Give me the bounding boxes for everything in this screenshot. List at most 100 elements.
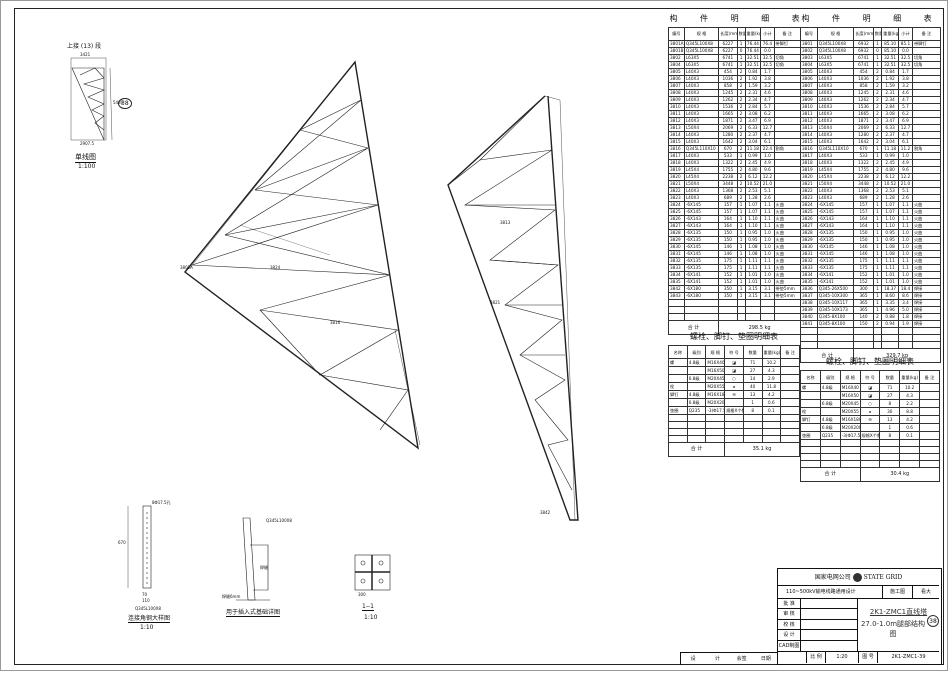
empty-cell [897, 327, 913, 335]
table-cell: 1.92 [881, 75, 899, 83]
table-cell: 1.08 [744, 243, 762, 251]
table-cell: L40X3 [683, 96, 720, 104]
table-cell: 1.7 [760, 68, 775, 76]
table-cell: 3.04 [881, 138, 899, 146]
table-cell: 4.3 [761, 366, 782, 375]
table-cell: 焊接 [911, 299, 942, 307]
table-cell: 3801B [668, 47, 685, 55]
table-cell: 1 [736, 278, 746, 286]
table-cell: 3820 [668, 173, 685, 181]
table-cell [780, 406, 800, 415]
empty-cell [668, 299, 685, 307]
table-cell: 164 [718, 222, 738, 230]
empty-row [800, 341, 942, 349]
empty-cell [800, 327, 818, 335]
title-block: 国家电网公司 STATE GRID 110~500kV输电线路通用设计 施工图 … [777, 568, 942, 665]
total-value: 35.1 kg [724, 442, 800, 457]
table-cell: 3836 [800, 285, 818, 293]
table-cell: 3819 [800, 166, 818, 174]
empty-cell [686, 414, 707, 422]
table-cell: 14 [742, 374, 763, 383]
table-cell: 火曲 [911, 201, 942, 209]
empty-cell [744, 313, 762, 321]
table-cell: 1 [872, 250, 883, 258]
table-cell: 2 [736, 117, 746, 125]
empty-cell [742, 421, 763, 429]
table-cell: 3831 [800, 250, 818, 258]
table-cell [780, 398, 800, 407]
table-cell [919, 415, 940, 424]
table-cell: 11.2 [897, 145, 913, 153]
table-cell: 4.7 [760, 131, 775, 139]
table-cell: 3.1 [760, 285, 775, 293]
table-cell: -6X145 [816, 243, 855, 251]
empty-cell [911, 334, 942, 342]
table-cell: 27 [742, 366, 763, 375]
table-cell [800, 391, 821, 400]
table-cell: 火曲 [773, 229, 801, 237]
table-cell: 1.08 [881, 250, 899, 258]
empty-cell [899, 453, 921, 461]
table-cell: 3814 [668, 131, 685, 139]
empty-cell [919, 453, 940, 461]
table-cell: -6X145 [683, 201, 720, 209]
table-cell [773, 159, 801, 167]
table-cell: L40X3 [683, 68, 720, 76]
column-header: 小计 [760, 27, 775, 41]
table-cell: 1 [872, 229, 883, 237]
table-cell: 3824 [800, 201, 818, 209]
table-cell: 1 [872, 145, 883, 153]
table-cell: 1.07 [744, 208, 762, 216]
table-cell: 1.28 [744, 194, 762, 202]
table-cell: 6.8级 [686, 398, 707, 407]
role-label: 批 准 [778, 599, 801, 610]
table-cell: 1.7 [897, 68, 913, 76]
table-cell: 533 [718, 152, 738, 160]
table-cell: L63X5 [816, 54, 855, 62]
table-cell: 3830 [668, 243, 685, 251]
table-cell: L40X3 [816, 103, 855, 111]
table-cell: L40X3 [683, 75, 720, 83]
detail2-note: 焊缝 [260, 565, 268, 570]
empty-cell [668, 421, 688, 429]
table-cell: 5.1 [897, 187, 913, 195]
table-cell [919, 399, 940, 408]
empty-cell [773, 299, 801, 307]
table-cell: 1 [736, 243, 746, 251]
table-cell [919, 423, 940, 432]
empty-cell [668, 313, 685, 321]
table-cell: 6741 [853, 54, 874, 62]
table-cell: 3.1 [760, 292, 775, 300]
drawing-no: 2K1-ZMC1-39 [891, 654, 926, 660]
table-cell: 0.95 [881, 229, 899, 237]
table-cell: 火曲 [773, 271, 801, 279]
total-label: 合 计 [799, 348, 855, 363]
table-cell [819, 407, 841, 416]
table-cell: 1 [736, 40, 746, 48]
table-cell [911, 166, 942, 174]
table-cell: L40X3 [816, 194, 855, 202]
table-cell: 1 [742, 398, 763, 407]
table-cell: 切角 [773, 54, 801, 62]
empty-cell [919, 446, 940, 454]
table-cell: 1536 [718, 103, 738, 111]
table-cell: 3829 [800, 236, 818, 244]
table-cell: 3817 [668, 152, 685, 160]
table-cell: 6.33 [744, 124, 762, 132]
table-cell [859, 423, 881, 432]
table-cell: M16X180 [839, 415, 861, 424]
table-cell: 3806 [800, 75, 818, 83]
table-cell: 1.11 [744, 264, 762, 272]
empty-cell [879, 460, 901, 468]
